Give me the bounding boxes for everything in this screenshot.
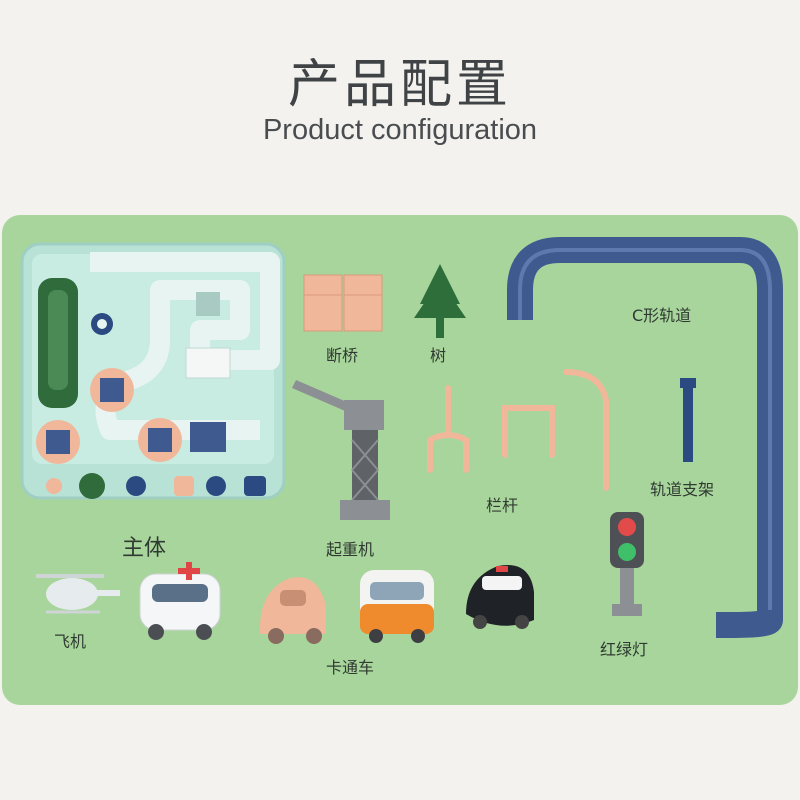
label-traffic-light: 红绿灯	[600, 640, 649, 659]
label-track-support: 轨道支架	[650, 480, 715, 499]
label-airplane: 飞机	[54, 632, 87, 651]
broken-bridge-part	[303, 274, 383, 332]
label-tree: 树	[430, 346, 447, 365]
c-track-part	[507, 237, 783, 638]
page-subtitle: Product configuration	[262, 114, 538, 146]
railing-parts	[427, 369, 609, 491]
page-title: 产品配置	[287, 55, 512, 115]
label-broken-bridge: 断桥	[326, 346, 359, 365]
tree-part	[414, 264, 466, 338]
traffic-light-part	[610, 512, 644, 616]
label-cartoon-cars: 卡通车	[326, 658, 375, 677]
main-body-board	[20, 242, 286, 500]
helicopter-part	[36, 574, 120, 614]
label-main-body: 主体	[122, 536, 167, 561]
track-support-part	[680, 378, 696, 462]
pink-beetle-car	[259, 577, 326, 644]
crane-part	[292, 380, 390, 520]
label-railing: 栏杆	[486, 496, 519, 515]
police-car	[466, 565, 534, 629]
label-c-track: C形轨道	[632, 306, 692, 325]
ambulance-car	[139, 562, 221, 640]
bus-car	[360, 570, 434, 643]
label-crane: 起重机	[326, 540, 375, 559]
